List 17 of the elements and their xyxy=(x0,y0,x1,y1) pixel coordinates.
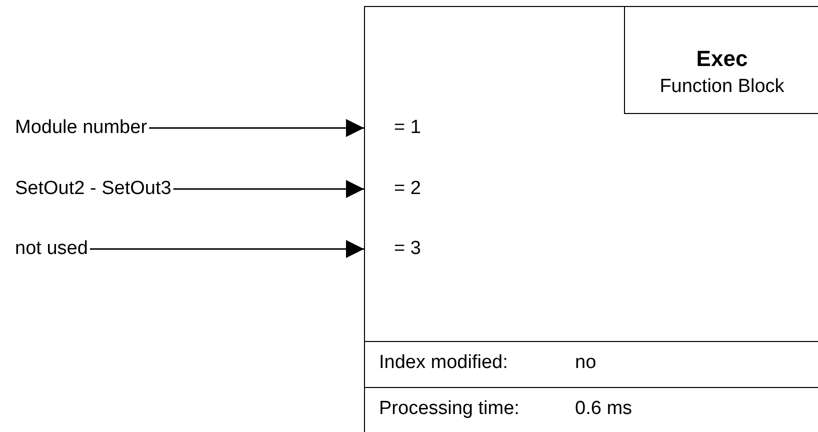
title-box xyxy=(624,6,818,114)
port-label: = 1 xyxy=(394,116,421,140)
input-label: SetOut2 - SetOut3 xyxy=(15,174,172,204)
arrow xyxy=(173,180,364,198)
block-subtitle: Function Block xyxy=(660,76,784,98)
port-label: = 2 xyxy=(394,177,421,201)
input-label: Module number xyxy=(15,113,148,143)
block-title: Exec xyxy=(696,46,748,72)
input-label: not used xyxy=(15,234,88,264)
row-value: 0.6 ms xyxy=(575,398,632,420)
function-block xyxy=(364,6,818,432)
port-label: = 3 xyxy=(394,237,421,261)
row-label: Index modified: xyxy=(379,352,508,374)
row-value: no xyxy=(575,352,596,374)
arrow xyxy=(149,119,364,137)
row-label: Processing time: xyxy=(379,398,520,420)
arrow xyxy=(90,240,364,258)
